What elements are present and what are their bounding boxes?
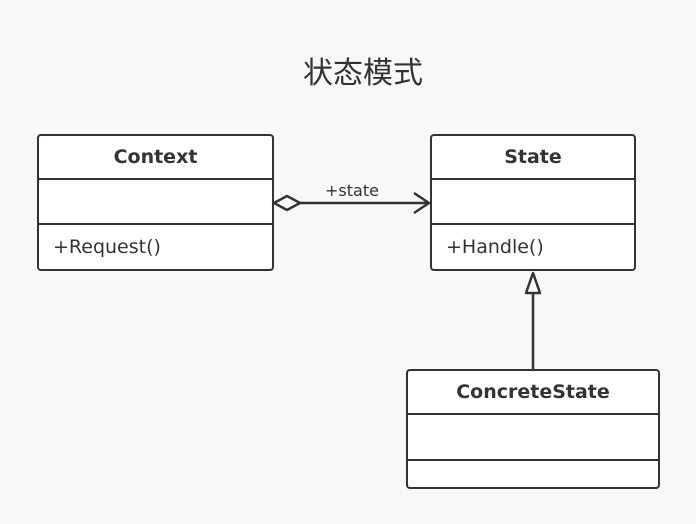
class-context-name: Context xyxy=(39,136,272,180)
class-state-name: State xyxy=(432,136,634,180)
class-concrete-state[interactable]: ConcreteState xyxy=(406,369,660,489)
class-concrete-state-name: ConcreteState xyxy=(408,371,658,415)
aggregation-edge xyxy=(271,191,431,215)
aggregation-diamond xyxy=(271,194,303,212)
class-state-attributes xyxy=(432,180,634,225)
class-context-attributes xyxy=(39,180,272,225)
class-state-operations: +Handle() xyxy=(446,236,544,258)
diagram-title: 状态模式 xyxy=(303,56,423,91)
class-context[interactable]: Context +Request() xyxy=(37,134,274,271)
generalization-edge xyxy=(524,271,542,369)
class-concrete-state-attributes xyxy=(408,415,658,461)
aggregation-arrowhead xyxy=(413,191,431,215)
association-label: +state xyxy=(325,181,379,200)
class-state[interactable]: State +Handle() xyxy=(430,134,636,271)
class-context-operations: +Request() xyxy=(53,236,161,258)
generalization-triangle xyxy=(524,271,542,295)
